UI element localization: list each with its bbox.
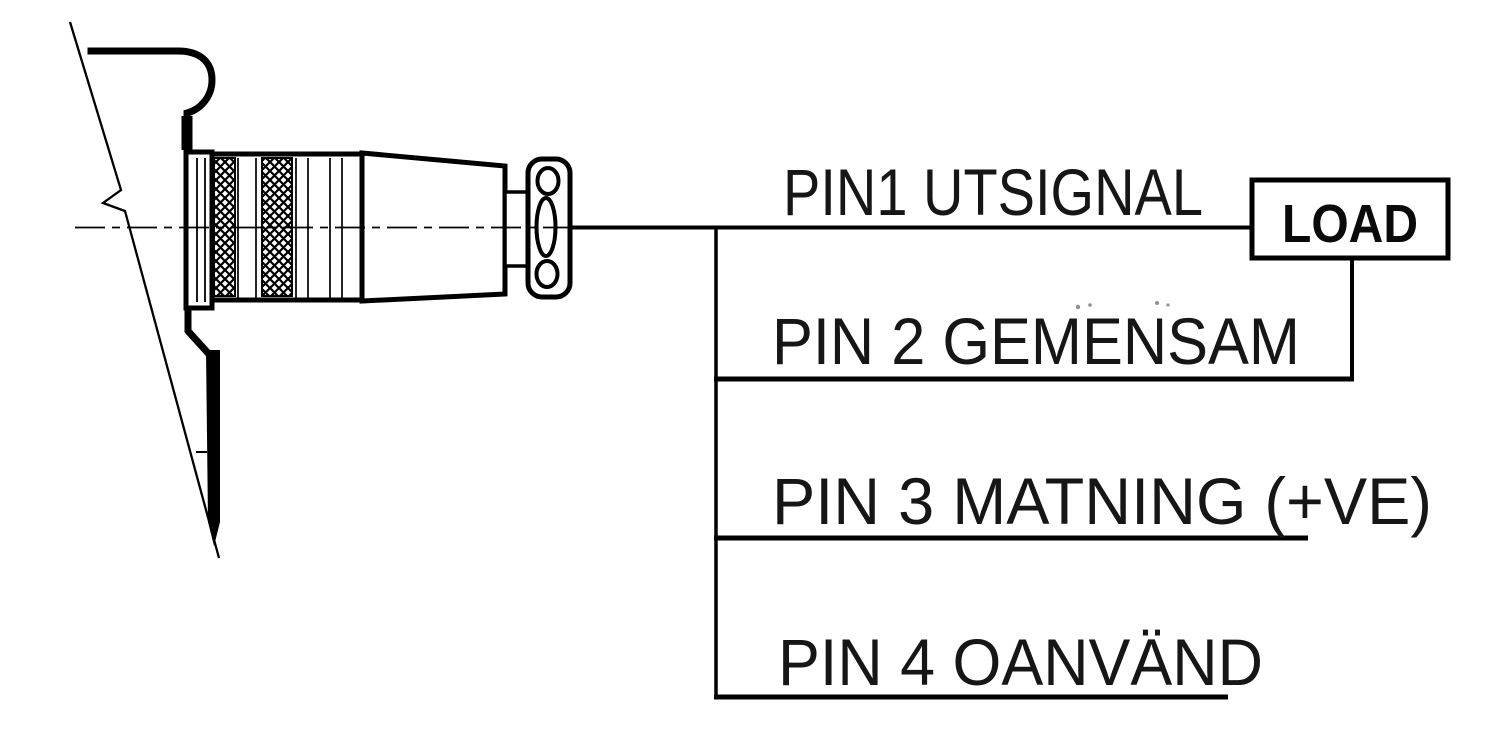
pin1-label: PIN1 UTSIGNAL	[783, 155, 1203, 229]
connector-body	[75, 149, 580, 311]
load-box: LOAD	[1249, 177, 1451, 261]
panel-lower-bar	[206, 350, 220, 546]
wires	[570, 225, 1354, 700]
connector-flange-lines	[196, 158, 206, 302]
connector-cone	[359, 150, 508, 304]
pin3-label: PIN 3 MATNING (+VE)	[772, 464, 1432, 538]
panel-wall-lower	[184, 302, 213, 358]
connector-flange	[183, 149, 215, 311]
panel-top-lip	[87, 47, 216, 156]
panel-break-line	[68, 21, 221, 559]
load-box-frame	[1249, 177, 1451, 261]
pin4-label: PIN 4 OANVÄND	[778, 625, 1263, 699]
scan-artifacts	[1075, 301, 1170, 310]
pin-labels: PIN1 UTSIGNAL PIN 2 GEMENSAM PIN 3 MATNI…	[772, 155, 1432, 699]
pin2-label: PIN 2 GEMENSAM	[772, 304, 1300, 378]
panel-cross-section	[68, 21, 221, 559]
grommet-oval-bottom	[534, 259, 560, 289]
load-label: LOAD	[1282, 194, 1418, 254]
grommet-oval-top	[535, 166, 561, 196]
